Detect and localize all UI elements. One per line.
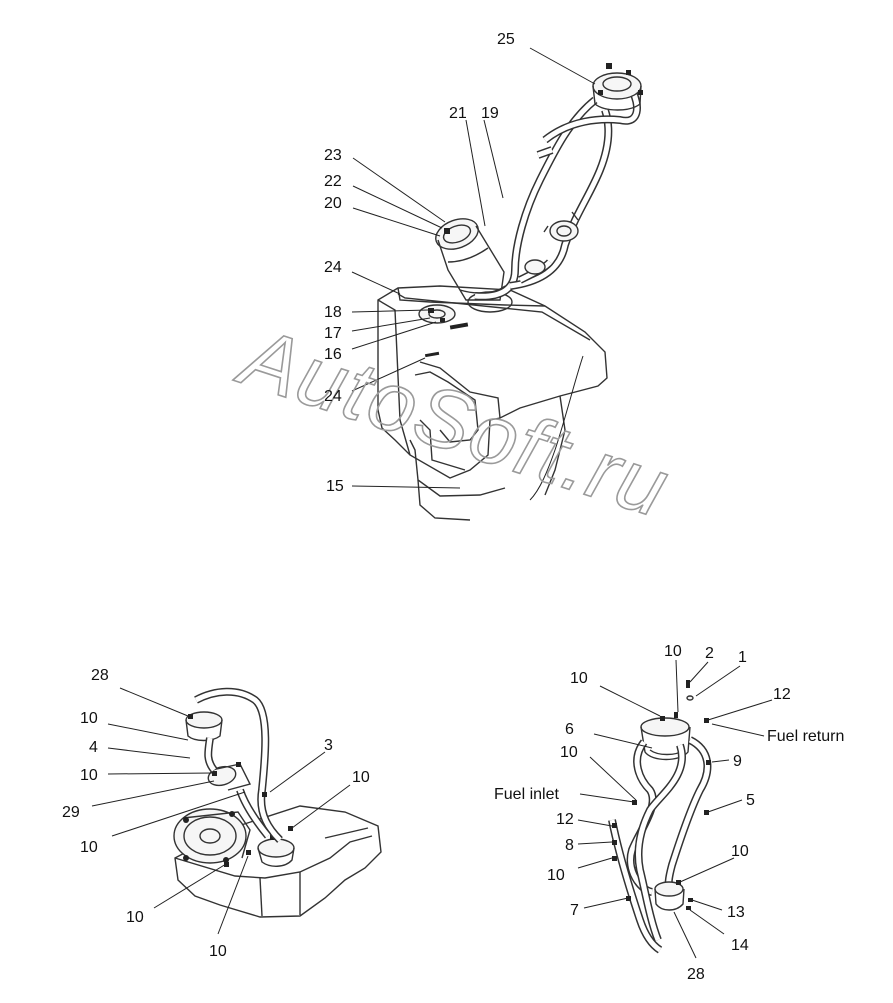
label-10-right-b: 10 (570, 670, 588, 687)
fuel-inlet-label: Fuel inlet (494, 786, 559, 803)
label-24-top: 24 (324, 259, 342, 276)
label-2: 2 (705, 645, 714, 662)
watermark-text: AutoSoft.ru (226, 308, 680, 536)
filler-neck (435, 218, 513, 313)
label-6: 6 (565, 721, 574, 738)
label-3: 3 (324, 737, 333, 754)
vent-hoses (474, 88, 641, 301)
label-10-left-a: 10 (80, 710, 98, 727)
label-21: 21 (449, 105, 467, 122)
label-16: 16 (324, 346, 342, 363)
fuel-tank (377, 285, 608, 479)
label-19: 19 (481, 105, 499, 122)
label-10-left-e: 10 (126, 909, 144, 926)
left-labels: 28 10 4 10 29 10 3 10 10 10 (62, 667, 370, 960)
label-28-right: 28 (687, 966, 705, 983)
label-5: 5 (746, 792, 755, 809)
label-10-right-c: 10 (560, 744, 578, 761)
top-labels: 25 21 19 23 22 20 24 18 17 16 24 15 (324, 31, 515, 495)
label-4: 4 (89, 739, 98, 756)
label-10-left-b: 10 (80, 767, 98, 784)
label-7: 7 (570, 902, 579, 919)
label-14: 14 (731, 937, 749, 954)
label-12-right-b: 12 (556, 811, 574, 828)
carbon-canister (592, 63, 643, 111)
label-10-left-f: 10 (209, 943, 227, 960)
right-assembly (577, 659, 773, 959)
label-24-bottom: 24 (324, 388, 342, 405)
label-18: 18 (324, 304, 342, 321)
right-labels: 10 2 1 10 12 Fuel return 6 10 9 Fuel inl… (494, 643, 844, 983)
label-13: 13 (727, 904, 745, 921)
fuel-return-label: Fuel return (767, 728, 844, 745)
fuel-sender (418, 304, 456, 324)
label-12-right-a: 12 (773, 686, 791, 703)
label-10-right-a: 10 (664, 643, 682, 660)
left-assembly (91, 687, 382, 935)
label-29: 29 (62, 804, 80, 821)
tank-lower (174, 805, 382, 918)
label-25: 25 (497, 31, 515, 48)
label-20: 20 (324, 195, 342, 212)
label-17: 17 (324, 325, 342, 342)
label-23: 23 (324, 147, 342, 164)
label-10-left-d: 10 (352, 769, 370, 786)
label-28-left: 28 (91, 667, 109, 684)
label-1: 1 (738, 649, 747, 666)
label-10-left-c: 10 (80, 839, 98, 856)
label-9: 9 (733, 753, 742, 770)
label-22: 22 (324, 173, 342, 190)
label-15: 15 (326, 478, 344, 495)
label-8: 8 (565, 837, 574, 854)
top-assembly (351, 47, 643, 521)
label-10-right-e: 10 (547, 867, 565, 884)
label-10-right-d: 10 (731, 843, 749, 860)
